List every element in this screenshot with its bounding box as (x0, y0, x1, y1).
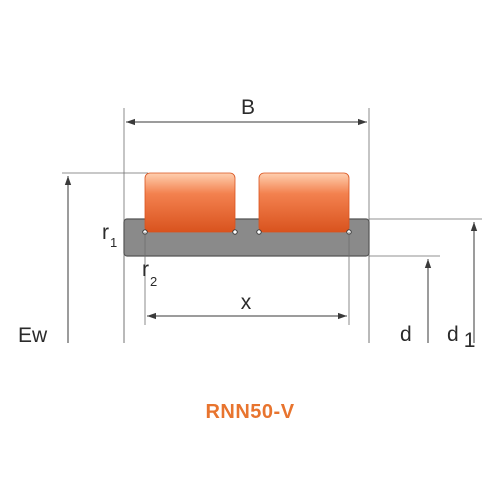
label-B: B (241, 96, 255, 119)
label-d1-sub: 1 (464, 329, 476, 352)
label-r2: r2 (142, 258, 157, 289)
label-d1-main: d (447, 323, 459, 346)
label-x: x (241, 291, 252, 314)
corner-dot-2 (232, 229, 238, 235)
label-r2-sub: 2 (150, 274, 157, 289)
roller-left (144, 172, 236, 233)
corner-dot-3 (256, 229, 262, 235)
label-r1-sub: 1 (110, 235, 117, 250)
label-r1: r1 (102, 221, 117, 250)
roller-right (258, 172, 350, 233)
label-r1-main: r (102, 221, 109, 244)
label-d: d (400, 323, 412, 346)
label-r2-main: r (142, 258, 149, 281)
label-Ew: Ew (18, 324, 48, 347)
part-number: RNN50-V (205, 401, 294, 423)
